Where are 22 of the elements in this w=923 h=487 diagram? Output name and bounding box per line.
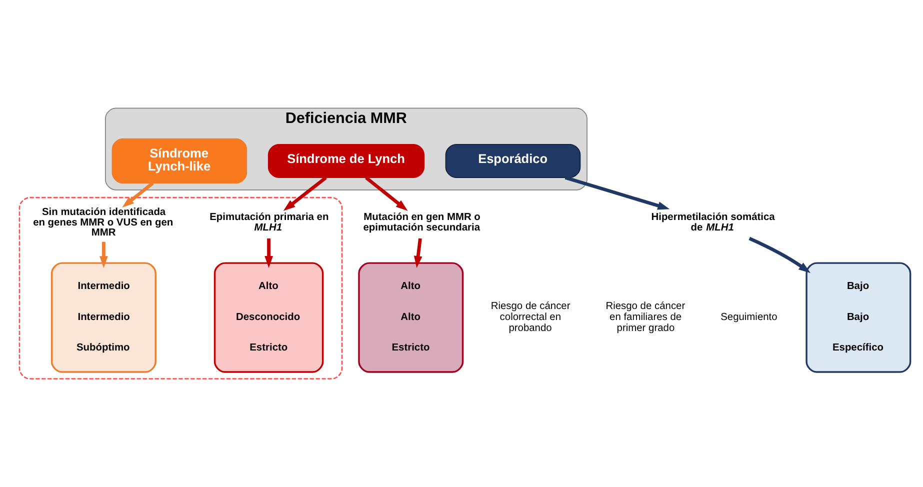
node-box: Síndrome Lynch-like bbox=[112, 138, 248, 184]
node-text: Epimutación primaria en MLH1 bbox=[210, 212, 329, 234]
arrow bbox=[564, 176, 670, 210]
node-box: Síndrome de Lynch bbox=[268, 144, 424, 178]
node-box: Alto Desconocido Estricto bbox=[214, 262, 324, 373]
arrow bbox=[365, 176, 408, 211]
arrow bbox=[748, 236, 811, 274]
node-box: Alto Alto Estricto bbox=[358, 262, 464, 373]
arrow bbox=[122, 182, 154, 208]
label: Seguimiento bbox=[720, 312, 778, 324]
label: Riesgo de cáncer colorrectal en probando bbox=[490, 301, 570, 334]
arrow bbox=[414, 238, 422, 268]
node-box: Bajo Bajo Específico bbox=[806, 262, 912, 373]
label: Riesgo de cáncer en familiares de primer grado bbox=[606, 301, 686, 334]
arrow bbox=[264, 238, 273, 268]
node-box: Intermedio Intermedio Subóptimo bbox=[50, 262, 156, 373]
node-text: Mutación en gen MMR o epimutación secundaria bbox=[363, 212, 480, 234]
arrow bbox=[283, 176, 327, 211]
node-text: Hipermetilación somática de MLH1 bbox=[651, 212, 775, 234]
node-box: Esporádico bbox=[445, 144, 581, 178]
node-text: Sin mutación identificada en genes MMR o VUS en gen MMR bbox=[33, 207, 174, 238]
arrow bbox=[100, 242, 108, 268]
